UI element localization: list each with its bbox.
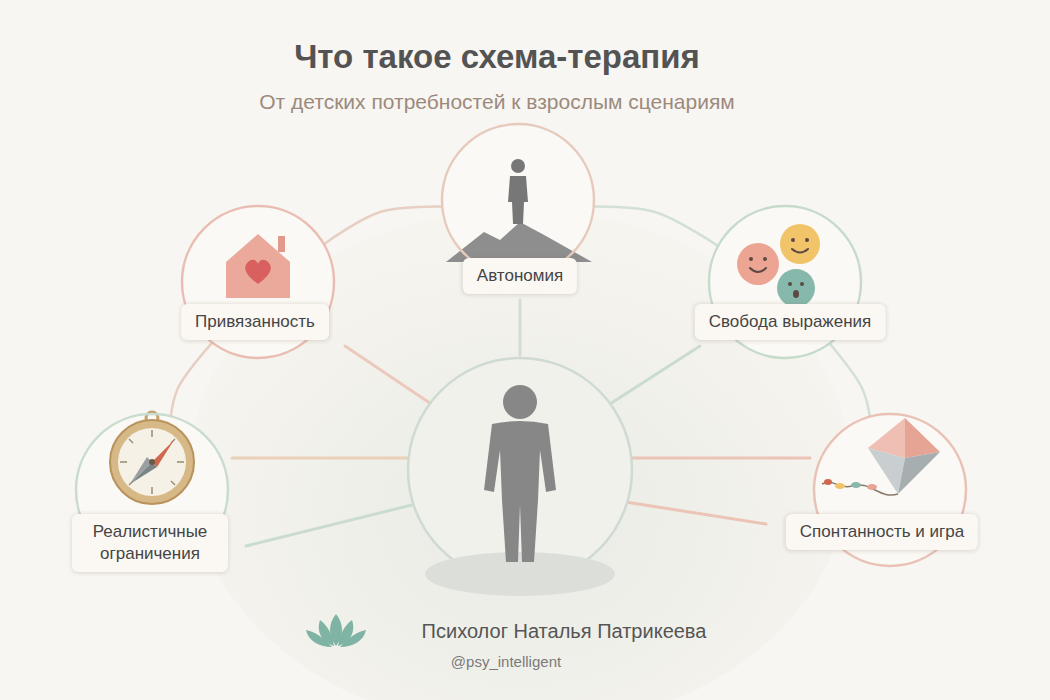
kite-icon: [822, 418, 940, 495]
label-pill: Автономия: [463, 258, 577, 294]
connector-arc: [171, 343, 212, 417]
lotus-logo: [306, 614, 366, 647]
social-handle: @psy_intelligent: [451, 653, 561, 670]
need-circle: Привязанность: [180, 204, 336, 360]
subtitle: От детских потребностей к взрослым сцена…: [259, 90, 734, 114]
need-circle: Автономия: [440, 122, 596, 278]
need-circle: Свобода выражения: [707, 204, 863, 360]
connector-arc: [830, 343, 870, 416]
center-circle: [408, 358, 632, 582]
label-pill: Спонтанность и игра: [786, 514, 978, 550]
circle-fills: [76, 124, 966, 566]
title: Что такое схема-терапия: [294, 38, 700, 76]
mound: [425, 552, 615, 596]
person-figure: [484, 385, 556, 562]
author-name: Психолог Наталья Патрикеева: [422, 620, 707, 643]
need-circle: Спонтанность и игра: [812, 412, 968, 568]
smiley-icons: [737, 224, 820, 307]
need-label: Реалистичные ограничения: [86, 521, 214, 565]
label-pill: Реалистичные ограничения: [72, 514, 228, 572]
need-label: Автономия: [477, 265, 563, 287]
need-label: Спонтанность и игра: [800, 521, 964, 543]
connector-arc: [594, 207, 718, 246]
house-icon: [226, 234, 290, 298]
label-pill: Привязанность: [181, 304, 329, 340]
connector-arc: [324, 207, 442, 245]
need-circle: Реалистичные ограничения: [74, 412, 230, 568]
background-dome: [190, 210, 850, 700]
label-pill: Свобода выражения: [695, 304, 886, 340]
mountain-icon: [446, 159, 592, 262]
need-label: Свобода выражения: [709, 311, 872, 333]
compass-icon: [110, 412, 194, 504]
need-label: Привязанность: [195, 311, 315, 333]
circle-outline: [440, 122, 596, 278]
